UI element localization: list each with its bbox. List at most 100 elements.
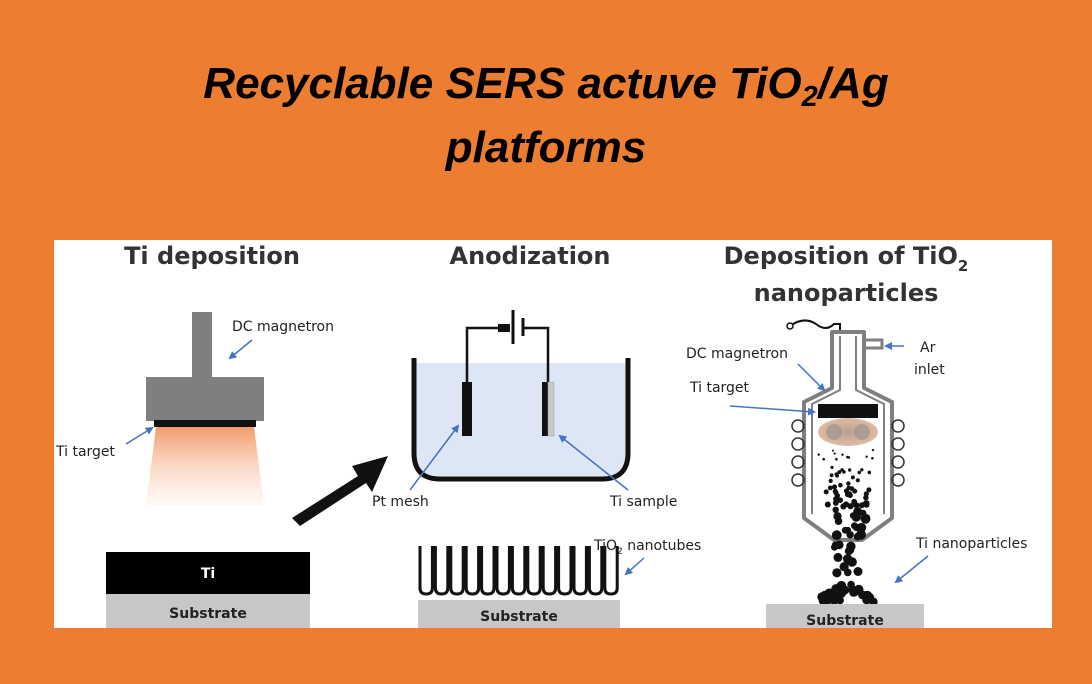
label-inlet: inlet <box>914 362 945 378</box>
nanoparticle <box>837 470 842 474</box>
arrow-dc-magnetron-1 <box>228 339 253 360</box>
nanoparticle <box>846 455 849 459</box>
pt-mesh-electrode <box>462 382 472 436</box>
nanoparticle <box>865 455 868 458</box>
magnetron-body <box>146 377 264 421</box>
arrow-pt-mesh <box>409 424 460 491</box>
nanoparticle <box>832 506 839 513</box>
nanoparticle <box>848 468 852 472</box>
nanoparticle <box>817 592 827 602</box>
arrow-tio2-nanotubes <box>624 557 645 576</box>
nanoparticle <box>856 522 867 533</box>
nanoparticle <box>846 531 854 539</box>
nanoparticle <box>863 495 869 501</box>
nanoparticle <box>827 485 833 491</box>
nanoparticle <box>824 501 831 508</box>
electrolyte <box>416 363 626 476</box>
nanoparticle <box>834 472 839 477</box>
nanoparticle <box>837 590 845 599</box>
tio2-nanotubes <box>418 546 619 596</box>
nanoparticle <box>846 541 856 551</box>
nanoparticle <box>851 498 858 505</box>
nanoparticle <box>832 488 838 494</box>
nanoparticle <box>871 457 874 460</box>
page-title: Recyclable SERS actuve TiO2/Ag platforms <box>0 52 1092 180</box>
nanoparticle <box>866 487 872 493</box>
nanoparticle <box>817 453 820 456</box>
nanoparticle <box>860 513 871 524</box>
nanotube-array <box>418 546 619 596</box>
nanoparticle <box>832 484 837 490</box>
nanoparticle <box>832 500 839 506</box>
label-dc-magnetron-1: DC magnetron <box>232 319 334 335</box>
chamber-inner-wall <box>811 336 885 514</box>
substrate-1-label: Substrate <box>169 606 247 622</box>
beaker <box>411 358 631 482</box>
nanoparticle <box>834 493 840 499</box>
nanoparticle <box>837 581 846 590</box>
substrate-3 <box>766 604 924 628</box>
nanoparticle <box>867 470 872 475</box>
ar-inlet-pipe <box>864 338 884 350</box>
section-ti-deposition: Ti deposition DC magnetron Ti target Ti … <box>55 242 334 628</box>
nanoparticle <box>840 468 844 472</box>
nanoparticle <box>850 475 855 480</box>
arrow-ti-nanoparticles <box>894 555 929 584</box>
arrow-ti-sample <box>558 434 629 491</box>
process-flow-arrow <box>292 456 388 526</box>
nanoparticle <box>831 449 834 452</box>
nanoparticle <box>832 568 842 578</box>
heading-anodization: Anodization <box>450 242 611 270</box>
nanoparticle <box>863 500 870 506</box>
nanoparticle <box>844 491 851 498</box>
process-diagram: Ti deposition DC magnetron Ti target Ti … <box>54 240 1052 628</box>
nanoparticle <box>841 453 844 456</box>
label-pt-mesh: Pt mesh <box>372 494 429 510</box>
battery-cap <box>498 324 510 332</box>
label-dc-magnetron-2: DC magnetron <box>686 346 788 362</box>
label-ar: Ar <box>920 340 936 356</box>
plasma-plume <box>146 427 264 505</box>
ti-target-plate <box>154 420 256 427</box>
nanoparticle <box>838 482 843 488</box>
heading-ti-deposition: Ti deposition <box>124 242 300 270</box>
wire-right <box>523 326 550 382</box>
label-ti-target-1: Ti target <box>55 444 116 460</box>
label-ti-nanoparticles: Ti nanoparticles <box>915 536 1027 552</box>
nanoparticle <box>849 512 857 519</box>
arrow-dc-magnetron-2 <box>797 363 826 392</box>
nanoparticle <box>841 526 849 534</box>
nanoparticle <box>846 485 852 491</box>
nanoparticle <box>839 562 849 572</box>
nanoparticle <box>830 465 834 469</box>
heading-tio2-line-2: nanoparticles <box>754 279 939 307</box>
nanoparticle <box>848 585 858 594</box>
nanoparticle <box>833 552 843 562</box>
nanoparticle <box>871 449 874 452</box>
cable-plug <box>786 322 794 330</box>
section-tio2-nanoparticles: Deposition of TiO2 nanoparticles Ar inle… <box>686 242 1027 628</box>
section-anodization: Anodization Pt mesh Ti sample Ti <box>372 242 701 628</box>
substrate-1 <box>106 594 310 628</box>
ti-layer-label: Ti <box>201 566 215 582</box>
ti-target-2 <box>818 404 878 418</box>
glow-spot-right <box>854 424 870 440</box>
nanoparticle <box>857 470 861 475</box>
nanoparticle <box>834 517 843 525</box>
nanoparticle <box>860 468 864 472</box>
nanoparticle <box>847 557 857 567</box>
arrow-ti-target-2 <box>729 405 816 416</box>
nanoparticle <box>853 567 863 576</box>
nanoparticle <box>863 491 869 497</box>
ti-sample-electrode-face <box>547 381 555 437</box>
substrate-2-label: Substrate <box>480 609 558 625</box>
ti-layer <box>106 552 310 594</box>
glow-spot-left <box>826 424 842 440</box>
title-line-1: Recyclable SERS actuve TiO2/Ag <box>203 59 889 113</box>
label-tio2-nanotubes: TiO2 nanotubes <box>593 538 701 557</box>
nanoparticle <box>831 530 842 541</box>
nanoparticle <box>822 457 825 461</box>
nanoparticle <box>855 478 860 483</box>
heading-tio2-line-1: Deposition of TiO2 <box>724 242 969 275</box>
nanoparticle <box>837 497 843 504</box>
